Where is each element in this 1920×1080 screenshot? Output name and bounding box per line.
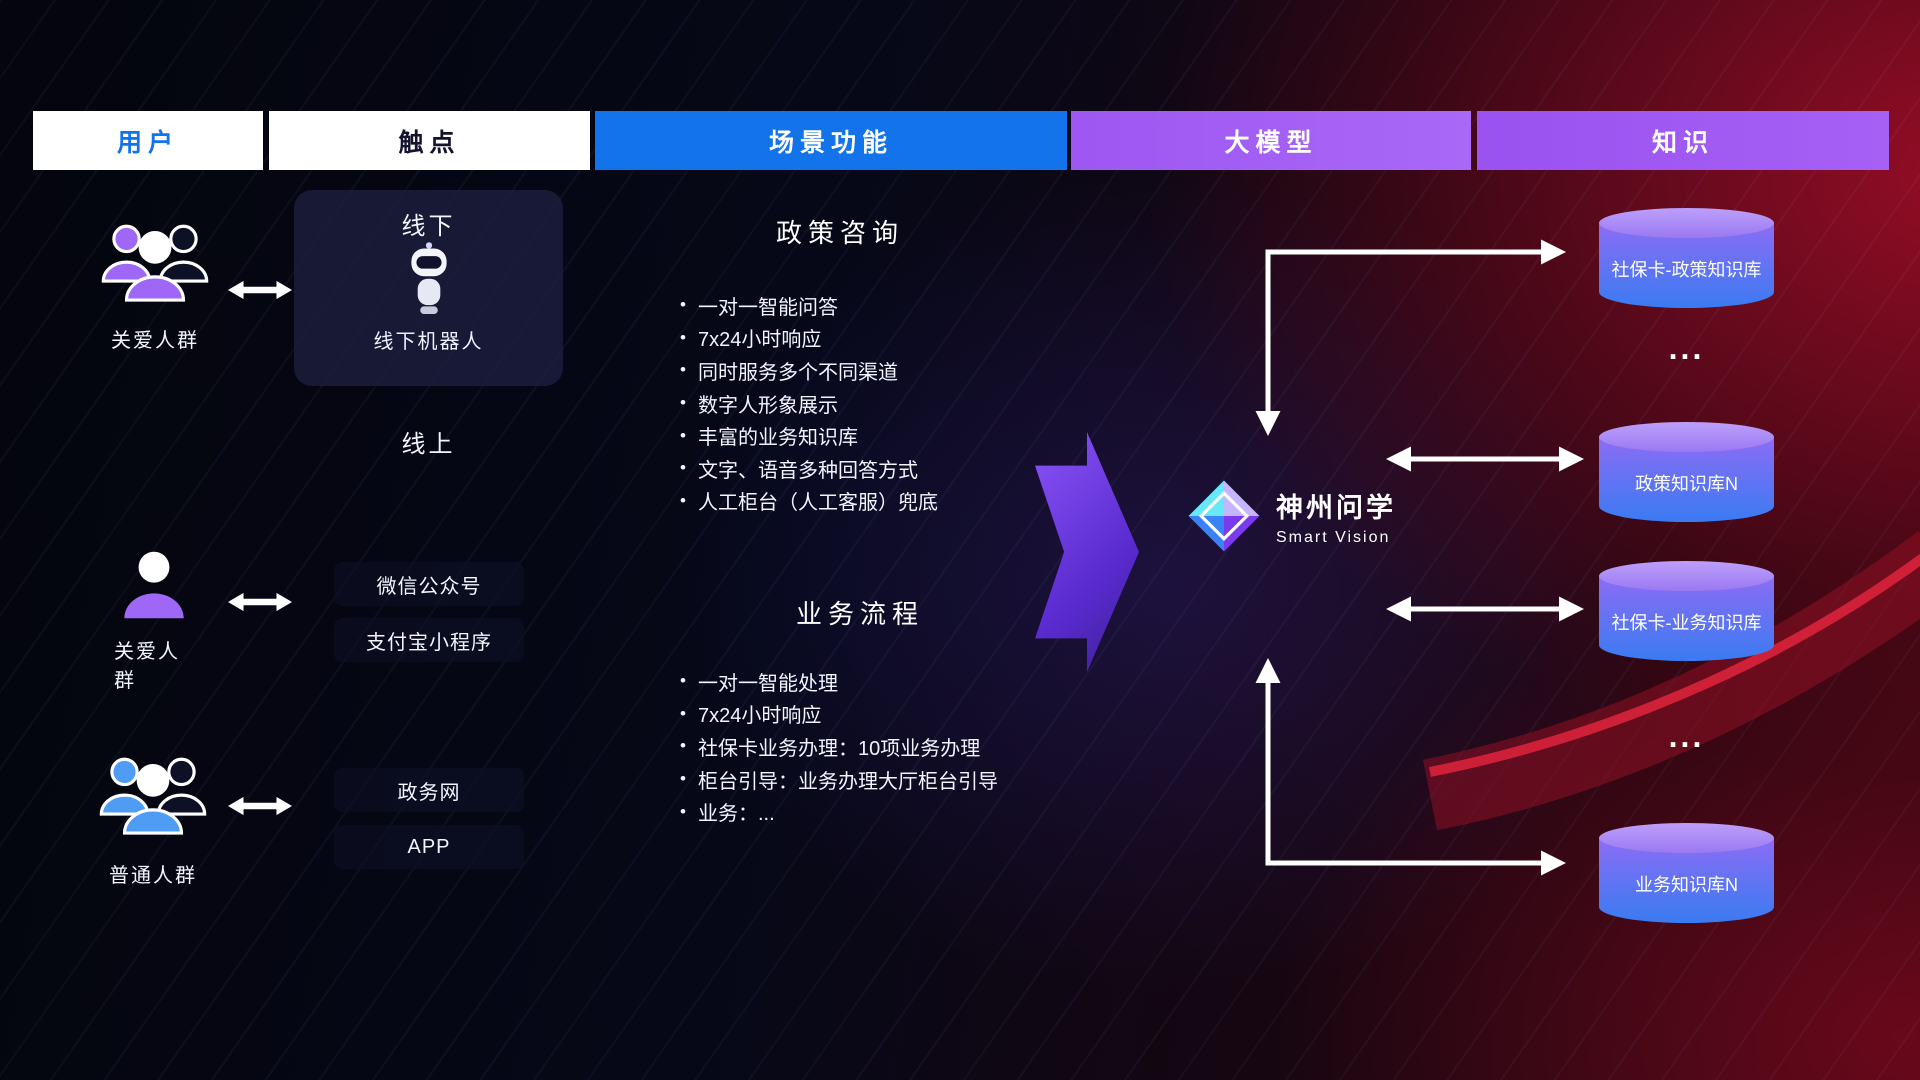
db-cylinder-top (1599, 422, 1774, 452)
list-item: 人工柜台（人工客服）兜底 (680, 485, 938, 518)
bidirectional-arrow-icon (228, 280, 292, 300)
list-item-text: 丰富的业务知识库 (697, 427, 858, 450)
list-item: 7x24小时响应 (680, 322, 938, 355)
robot-icon (410, 242, 447, 314)
user-label: 普通人群 (109, 865, 197, 887)
list-item-text: 一对一智能处理 (697, 672, 838, 695)
list-item: 文字、语音多种回答方式 (680, 452, 938, 485)
column-header-users: 用户 (33, 111, 263, 170)
list-item: 一对一智能处理 (680, 665, 998, 698)
general-group-icon (99, 757, 207, 835)
user-label: 关爱人群 (111, 330, 199, 352)
column-header-touchpoints: 触点 (269, 111, 590, 170)
bidirectional-arrow-icon (228, 592, 292, 612)
user-care-single: 关爱人群 (114, 549, 194, 693)
db-policy-kb-n: 政策知识库N (1599, 422, 1774, 522)
list-item-text: 同时服务多个不同渠道 (697, 361, 898, 384)
list-item: 社保卡业务办理：10项业务办理 (680, 730, 998, 763)
list-item-text: 数字人形象展示 (697, 394, 838, 417)
list-item-text: 7x24小时响应 (697, 329, 822, 352)
list-item: 同时服务多个不同渠道 (680, 354, 938, 387)
list-item: 丰富的业务知识库 (680, 419, 938, 452)
bidirectional-arrow-icon (228, 796, 292, 816)
model-name-block: 神州问学 Smart Vision (1276, 486, 1396, 547)
business-feature-list: 一对一智能处理 7x24小时响应 社保卡业务办理：10项业务办理 柜台引导：业务… (680, 665, 998, 828)
db-cylinder-top (1599, 561, 1774, 591)
list-item-text: 文字、语音多种回答方式 (697, 459, 918, 482)
db-cylinder-top (1599, 823, 1774, 853)
ellipsis: ... (1668, 330, 1705, 366)
offline-card: 线下 线下机器人 (294, 190, 563, 386)
list-item: 数字人形象展示 (680, 387, 938, 420)
list-item: 一对一智能问答 (680, 289, 938, 322)
db-business-kb-n: 业务知识库N (1599, 823, 1774, 923)
column-header-knowledge: 知识 (1477, 111, 1889, 170)
policy-feature-list: 一对一智能问答 7x24小时响应 同时服务多个不同渠道 数字人形象展示 丰富的业… (680, 289, 938, 517)
scenario-title-business: 业务流程 (795, 599, 924, 629)
db-cylinder-top (1599, 208, 1774, 238)
list-item-text: 柜台引导：业务办理大厅柜台引导 (697, 770, 998, 793)
smart-vision-logo-icon (1188, 480, 1260, 552)
care-person-icon (124, 551, 184, 619)
user-general-group: 普通人群 (92, 745, 214, 888)
channel-alipay-miniapp: 支付宝小程序 (334, 618, 524, 662)
column-header-scenarios: 场景功能 (595, 111, 1067, 170)
list-item: 业务：... (680, 795, 998, 828)
model-name: 神州问学 (1276, 492, 1396, 523)
care-group-icon (101, 224, 209, 302)
list-item-text: 7x24小时响应 (697, 705, 822, 728)
list-item-text: 一对一智能问答 (697, 296, 838, 319)
channel-gov-web: 政务网 (334, 768, 524, 812)
db-social-business-kb: 社保卡-业务知识库 (1599, 561, 1774, 661)
column-header-model: 大模型 (1071, 111, 1471, 170)
model-subtitle: Smart Vision (1276, 528, 1391, 546)
list-item-text: 业务：... (697, 803, 775, 826)
model-logo: 神州问学 Smart Vision (1186, 478, 1396, 554)
channel-app: APP (334, 825, 524, 869)
list-item-text: 人工柜台（人工客服）兜底 (697, 492, 938, 515)
ellipsis: ... (1668, 718, 1705, 754)
channel-wechat: 微信公众号 (334, 562, 524, 606)
offline-title: 线下 (401, 213, 456, 240)
user-care-group: 关爱人群 (94, 212, 216, 353)
scenario-title-policy: 政策咨询 (775, 218, 904, 248)
user-label: 关爱人群 (114, 641, 180, 692)
online-label: 线上 (401, 431, 456, 458)
offline-caption: 线下机器人 (373, 331, 484, 353)
list-item: 7x24小时响应 (680, 698, 998, 731)
db-social-policy-kb: 社保卡-政策知识库 (1599, 208, 1774, 308)
list-item-text: 社保卡业务办理：10项业务办理 (697, 737, 981, 760)
list-item: 柜台引导：业务办理大厅柜台引导 (680, 763, 998, 796)
